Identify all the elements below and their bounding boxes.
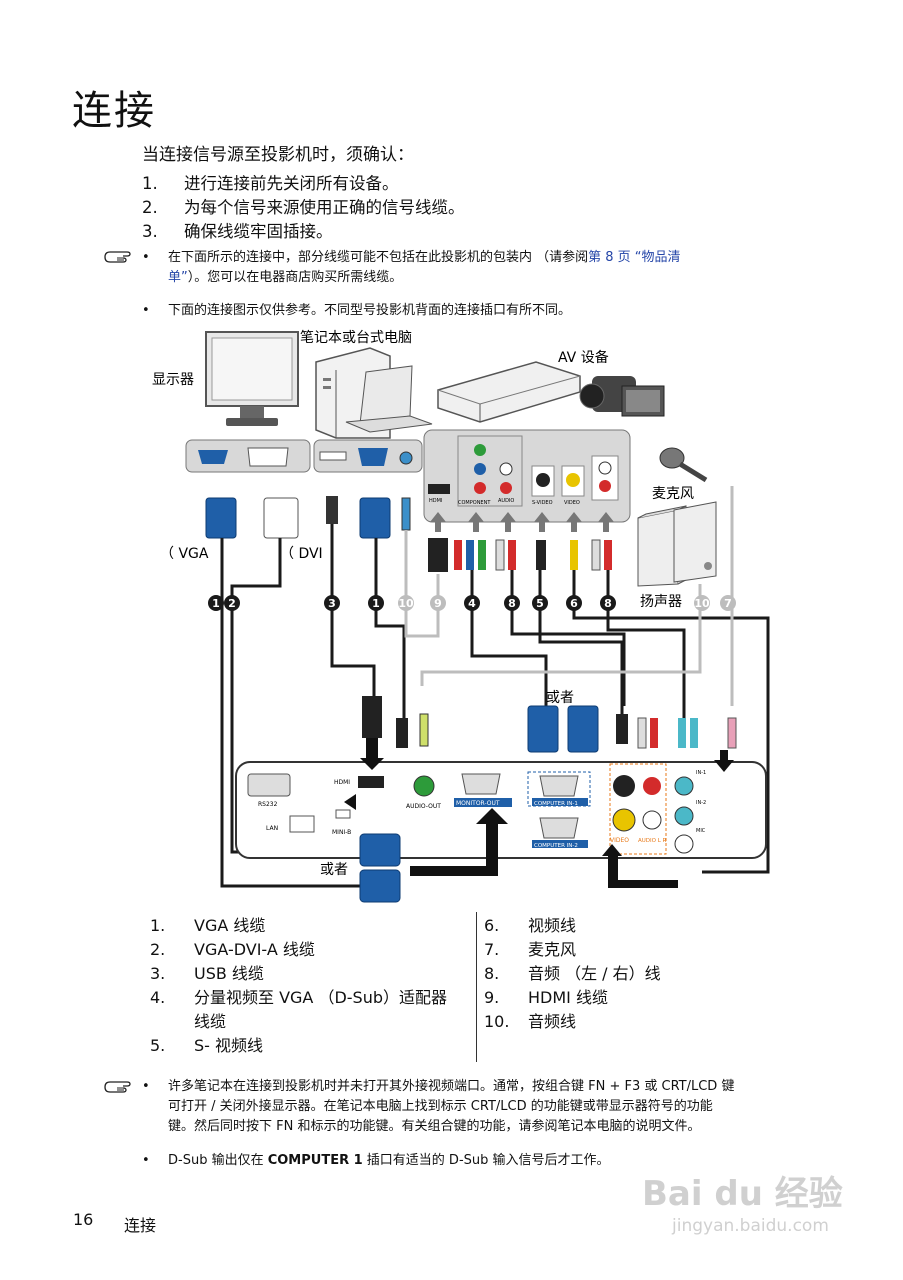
legend-item: 6.视频线 (484, 916, 577, 935)
legend-item: 7.麦克风 (484, 940, 577, 959)
av-audio-label: AUDIO (498, 498, 514, 504)
svg-text:3: 3 (328, 597, 336, 610)
steps-list: 1.进行连接前先关闭所有设备。 2.为每个信号来源使用正确的信号线缆。 3.确保… (142, 172, 465, 244)
svg-text:6: 6 (570, 597, 578, 610)
legend-item: 8.音频 （左 / 右）线 (484, 964, 661, 983)
vga-plug-2 (359, 497, 391, 539)
intro-text: 当连接信号源至投影机时，须确认： (142, 145, 414, 165)
svg-text:4: 4 (468, 597, 476, 610)
cable-marker: 9 (430, 595, 446, 611)
svg-text:8: 8 (604, 597, 612, 610)
audio-out-label: AUDIO-OUT (406, 803, 441, 810)
cable-marker: 1 (208, 595, 224, 611)
cable-marker: 7 (720, 595, 736, 611)
legend-item: 线缆 (194, 1012, 227, 1031)
step-item: 2.为每个信号来源使用正确的信号线缆。 (142, 198, 465, 217)
lan-label: LAN (266, 825, 278, 832)
cable-markers: 1 2 3 1 10 9 4 8 5 6 8 10 7 (208, 595, 736, 611)
legend-divider (476, 912, 477, 1062)
cable-marker: 8 (504, 595, 520, 611)
dvi-plug (263, 497, 299, 539)
computer-in2-label: COMPUTER IN-2 (534, 843, 578, 849)
computer-label: 笔记本或台式电脑 (300, 330, 412, 346)
cable-marker: 2 (224, 595, 240, 611)
cable-marker: 1 (368, 595, 384, 611)
monitor-label: 显示器 (152, 372, 194, 388)
rs232-label: RS232 (258, 801, 278, 808)
connection-diagram: HDMI COMPONENT AUDIO S-VIDEO VIDEO (152, 330, 770, 903)
svg-text:1: 1 (212, 597, 220, 610)
note-cables: • 在下面所示的连接中，部分线缆可能不包括在此投影机的包装内 （请参阅第 8 页… (142, 250, 681, 285)
page-8-link-cont[interactable]: 单” (168, 270, 188, 285)
svg-text:10: 10 (694, 597, 710, 610)
svg-text:1: 1 (372, 597, 380, 610)
step-item: 3.确保线缆牢固插接。 (142, 222, 333, 241)
page-title: 连接 (72, 88, 156, 134)
av-component-label: COMPONENT (458, 500, 491, 506)
or-label-1: 或者 (546, 690, 574, 706)
svg-text:8: 8 (508, 597, 516, 610)
legend-item: 1.VGA 线缆 (150, 916, 266, 935)
cable-marker: 10 (398, 595, 414, 611)
cable-legend-left: 1.VGA 线缆 2.VGA-DVI-A 线缆 3.USB 线缆 4.分量视频至… (150, 914, 472, 1058)
audio-lr-label: AUDIO L R (638, 838, 667, 844)
monitor-out-label: MONITOR-OUT (456, 800, 500, 807)
page-number: 16 (73, 1210, 94, 1229)
legend-item: 4.分量视频至 VGA （D-Sub）适配器 (150, 988, 448, 1007)
cable-marker: 8 (600, 595, 616, 611)
av-player-illustration (437, 361, 581, 423)
hdmi-plug (428, 538, 448, 572)
svg-text:2: 2 (228, 597, 236, 610)
note-laptop-output: • 许多笔记本在连接到投影机时并未打开其外接视频端口。通常，按组合键 FN + … (142, 1079, 735, 1134)
av-video-label: VIDEO (564, 500, 580, 506)
legend-item: 5.S- 视频线 (150, 1036, 264, 1055)
hdmi-port-label: HDMI (334, 779, 350, 786)
mic-port-label: MIC (696, 828, 706, 834)
audio-plug (401, 497, 411, 531)
watermark-logo: Bai du 经验 (642, 1174, 843, 1214)
dvi-label: （ DVI (280, 546, 323, 562)
watermark-url: jingyan.baidu.com (672, 1216, 829, 1236)
cable-marker: 4 (464, 595, 480, 611)
note-reference: • 下面的连接图示仅供参考。不同型号投影机背面的连接插口有所不同。 (142, 303, 572, 318)
mini-b-label: MINI-B (332, 829, 351, 836)
video-label: VIDEO (610, 837, 629, 844)
note-dsub: • D-Sub 输出仅在 COMPUTER 1 插口有适当的 D-Sub 输入信… (142, 1153, 610, 1168)
pointing-hand-icon (104, 1081, 131, 1093)
microphone-label: 麦克风 (652, 486, 694, 502)
vga-plug-1 (205, 497, 237, 539)
step-item: 1.进行连接前先关闭所有设备。 (142, 174, 399, 193)
cable-marker: 3 (324, 595, 340, 611)
legend-item: 9.HDMI 线缆 (484, 988, 608, 1007)
usb-plug (326, 496, 338, 524)
svg-text:10: 10 (398, 597, 414, 610)
footer-section: 连接 (124, 1216, 157, 1235)
cable-marker: 10 (694, 595, 710, 611)
speaker-label: 扬声器 (640, 594, 682, 610)
page-8-link[interactable]: 第 8 页 “物品清 (588, 250, 681, 265)
speakers-illustration (637, 501, 717, 587)
cable-legend-right: 6.视频线 7.麦克风 8.音频 （左 / 右）线 9.HDMI 线缆 10.音… (484, 914, 704, 1034)
in2-label: IN-2 (696, 800, 706, 806)
pointing-hand-icon (104, 251, 131, 263)
legend-item: 3.USB 线缆 (150, 964, 264, 983)
av-svideo-label: S-VIDEO (532, 500, 553, 506)
cable-marker: 6 (566, 595, 582, 611)
microphone-illustration (659, 447, 708, 483)
vga-label: （ VGA (160, 546, 209, 562)
legend-item: 10.音频线 (484, 1012, 577, 1031)
camcorder-illustration (579, 376, 665, 417)
in1-label: IN-1 (696, 770, 706, 776)
computer-illustration (315, 347, 433, 439)
legend-item: 2.VGA-DVI-A 线缆 (150, 940, 315, 959)
or-label-2: 或者 (320, 862, 348, 878)
svg-text:9: 9 (434, 597, 442, 610)
monitor-illustration (205, 331, 299, 426)
av-device-label: AV 设备 (558, 349, 609, 366)
computer-in1-label: COMPUTER IN-1 (534, 801, 578, 807)
svg-text:5: 5 (536, 597, 544, 610)
av-hdmi-label: HDMI (429, 498, 442, 504)
svg-text:7: 7 (724, 597, 732, 610)
cable-marker: 5 (532, 595, 548, 611)
